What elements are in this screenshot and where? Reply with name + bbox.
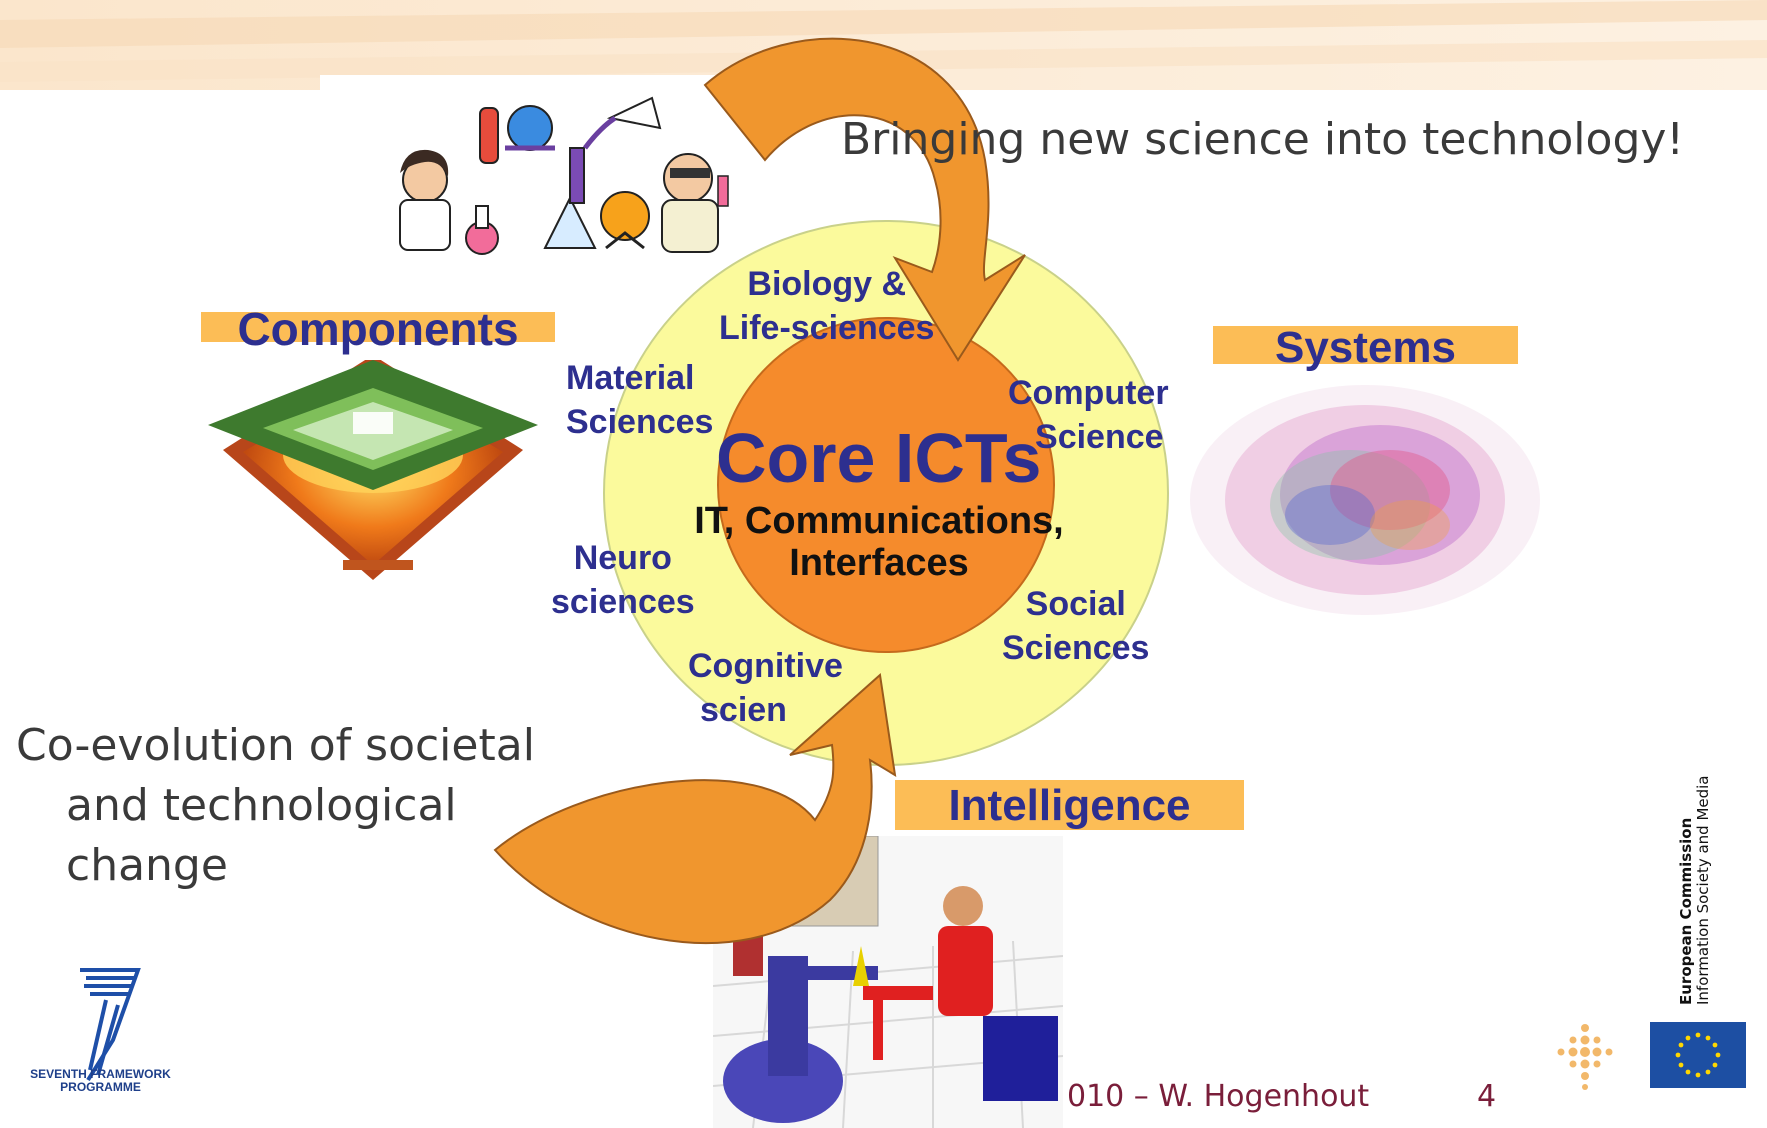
co-evolution-line1: Co-evolution of societal (16, 720, 535, 771)
material-label-line1: Material (566, 359, 695, 397)
science-tech-slogan: Bringing new science into technology! (841, 114, 1685, 165)
bottom-curved-arrow (493, 673, 897, 945)
social-label-line2: Sciences (1002, 629, 1150, 667)
core-subtitle-line1: IT, Communications, (694, 500, 1064, 542)
core-title: Core ICTs (716, 419, 1042, 497)
computer-label-line1: Computer (1008, 374, 1169, 412)
social-label-line1: Social (1025, 585, 1126, 623)
fp7-logo-text: SEVENTH FRAMEWORK PROGRAMME (18, 1068, 183, 1094)
computer-science-label: Computer Science (1008, 371, 1169, 459)
cognitive-label-line1: Cognitive (688, 647, 843, 685)
material-label-line2: Sciences (566, 403, 714, 441)
neuro-label: Neuro sciences (551, 536, 695, 624)
co-evolution-text: Co-evolution of societal and technologic… (16, 716, 535, 896)
ec-line2: Information Society and Media (1694, 775, 1712, 1005)
intelligence-tag: Intelligence (895, 780, 1244, 830)
cognitive-label-line2: scien (700, 691, 787, 729)
neuro-label-line1: Neuro (573, 539, 672, 577)
cognitive-label: Cognitive scien (688, 644, 843, 732)
author-footer: 010 – W. Hogenhout (1067, 1079, 1370, 1114)
neuro-label-line2: sciences (551, 583, 695, 621)
fp7-logo-line2: PROGRAMME (60, 1080, 141, 1094)
core-circle-diagram (603, 220, 1169, 766)
inner-core-circle (717, 317, 1055, 653)
chip-illustration (208, 360, 538, 580)
biology-label-line2: Life-sciences (719, 309, 935, 347)
computer-label-line2: Science (1035, 418, 1164, 456)
scientists-illustration (399, 96, 729, 255)
top-curved-arrow (703, 37, 1026, 362)
network-illustration (1190, 385, 1540, 615)
core-subtitle: IT, Communications, Interfaces (671, 500, 1087, 584)
co-evolution-line2: and technological (66, 780, 457, 831)
systems-tag: Systems (1213, 326, 1518, 370)
fp7-logo-line1: SEVENTH FRAMEWORK (30, 1067, 171, 1081)
biology-label-line1: Biology & (747, 265, 907, 303)
eu-flag-icon (1650, 1022, 1746, 1088)
ec-line1: European Commission (1677, 817, 1695, 1005)
dotted-cross-logo (1557, 1024, 1613, 1090)
core-subtitle-line2: Interfaces (789, 542, 969, 584)
components-tag: Components (201, 306, 555, 352)
fp7-logo (80, 968, 141, 1082)
social-label: Social Sciences (1002, 582, 1149, 670)
co-evolution-line3: change (66, 840, 228, 891)
ec-org-text: European Commission Information Society … (1677, 775, 1712, 1005)
material-label: Material Sciences (566, 356, 713, 444)
biology-label: Biology & Life-sciences (719, 262, 934, 350)
page-number: 4 (1477, 1079, 1497, 1114)
